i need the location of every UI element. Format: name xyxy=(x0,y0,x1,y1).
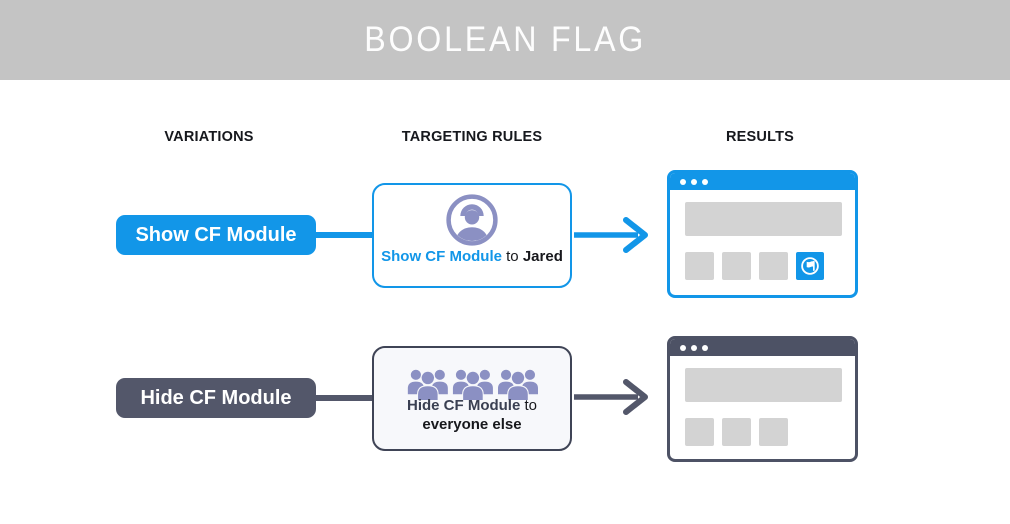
column-header-variations: VARIATIONS xyxy=(164,129,254,145)
window-dot xyxy=(702,344,708,351)
tile-row xyxy=(685,418,842,446)
page-title: BOOLEAN FLAG xyxy=(364,20,646,59)
content-placeholder-square xyxy=(685,418,714,446)
rule-flag-label: Hide CF Module xyxy=(406,397,521,414)
flag-icon xyxy=(801,257,819,275)
window-body xyxy=(670,356,855,446)
targeting-card-show: Show CF Module to Jared xyxy=(372,183,572,288)
banner: BOOLEAN FLAG xyxy=(0,0,1010,80)
rule-connector: to xyxy=(524,397,537,414)
variation-pill-hide-label: Hide CF Module xyxy=(140,386,292,409)
window-dot xyxy=(680,178,686,185)
targeting-card-hide: Hide CF Module to everyone else xyxy=(372,346,572,451)
rule-connector: to xyxy=(506,248,519,265)
content-placeholder-square xyxy=(722,252,751,280)
content-placeholder-square xyxy=(685,252,714,280)
rule-target: everyone else xyxy=(422,416,522,433)
variation-pill-show[interactable]: Show CF Module xyxy=(116,215,316,255)
window-dot xyxy=(691,178,697,185)
connector-line-hide xyxy=(316,395,374,401)
content-placeholder-square xyxy=(759,418,788,446)
variation-pill-hide[interactable]: Hide CF Module xyxy=(116,378,316,418)
rule-flag-label: Show CF Module xyxy=(381,248,502,265)
cf-module-tile xyxy=(796,252,824,280)
tile-row xyxy=(685,252,842,280)
window-dot xyxy=(702,178,708,185)
variation-pill-show-label: Show CF Module xyxy=(135,223,297,246)
window-body xyxy=(670,190,855,280)
window-dot xyxy=(680,344,686,351)
column-header-targeting-rules: TARGETING RULES xyxy=(401,129,543,145)
window-dot xyxy=(691,344,697,351)
rule-target: Jared xyxy=(522,248,563,265)
rule-text-hide: Hide CF Module to everyone else xyxy=(407,396,537,434)
single-user-icon xyxy=(445,185,499,247)
connector-line-show xyxy=(316,232,374,238)
arrow-hide-icon xyxy=(574,374,656,420)
arrow-show-icon xyxy=(574,212,656,258)
result-browser-with-module xyxy=(667,170,858,298)
user-group-icon xyxy=(401,348,543,400)
rule-text-show: Show CF Module to Jared xyxy=(381,247,563,266)
content-placeholder-square xyxy=(759,252,788,280)
content-placeholder-banner xyxy=(685,202,842,236)
window-titlebar xyxy=(670,173,855,190)
result-browser-without-module xyxy=(667,336,858,462)
column-header-results: RESULTS xyxy=(726,129,794,145)
content-placeholder-square xyxy=(722,418,751,446)
window-titlebar xyxy=(670,339,855,356)
content-placeholder-banner xyxy=(685,368,842,402)
